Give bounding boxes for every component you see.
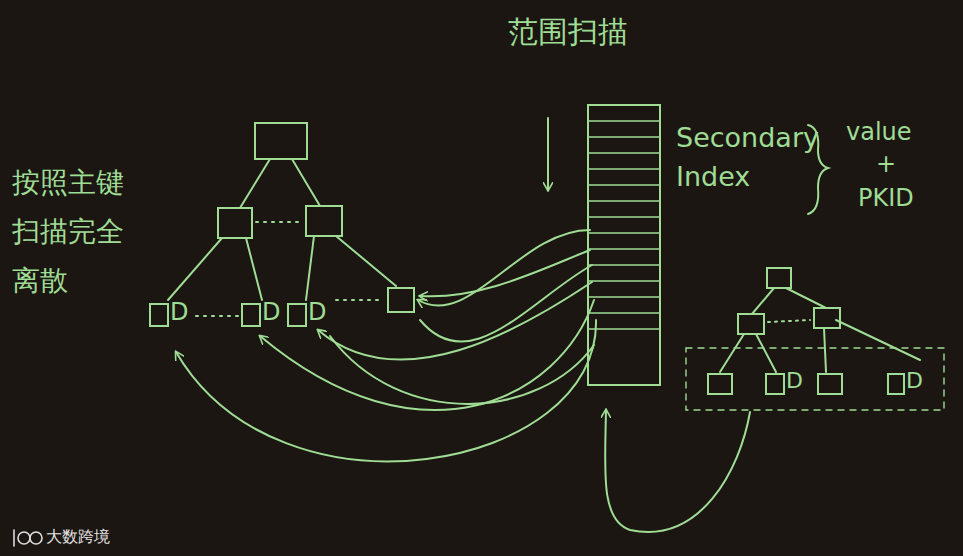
leaf-mark: D [786,368,803,394]
field-label: PKID [858,184,914,213]
leaf-mark: D [262,298,280,327]
side-note: 按照主键 扫描完全 离散 [12,158,152,305]
title-note: 范围扫描 [508,14,628,50]
leaf-mark: D [906,368,923,394]
field-label: value [846,118,912,147]
leaf-mark: D [308,298,326,327]
index-label: Secondary Index [676,118,826,196]
leaf-mark: D [170,298,188,327]
watermark: 大数跨境 [46,527,110,546]
plus-sign: + [876,150,896,179]
